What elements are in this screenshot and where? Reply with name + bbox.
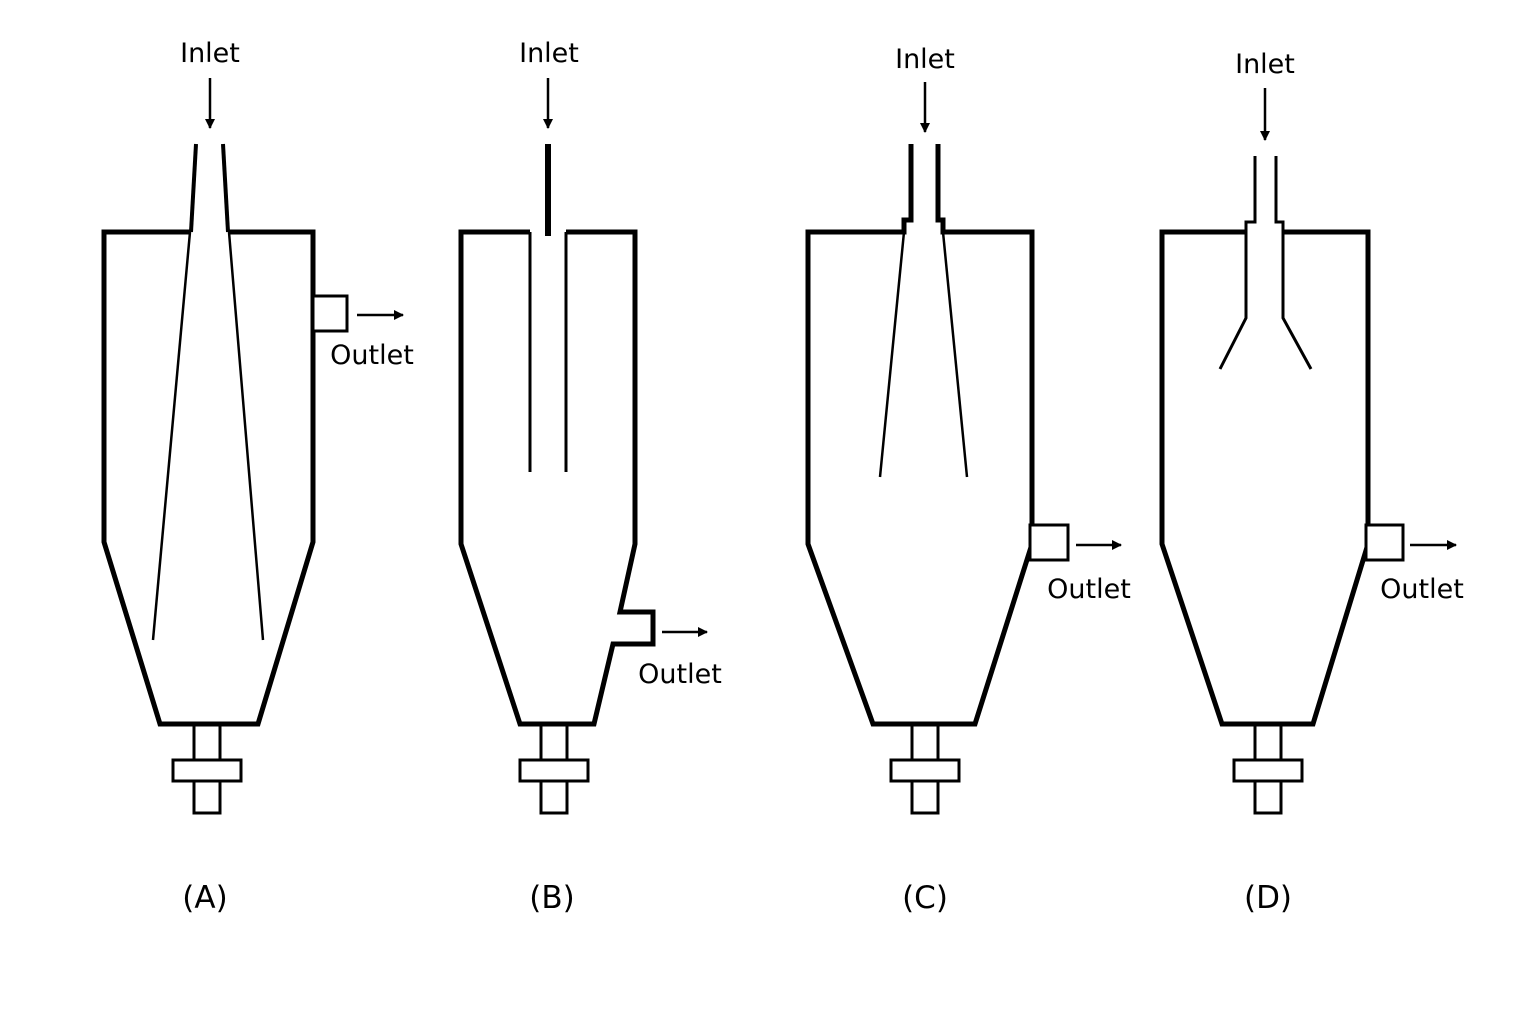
drain-pipe-upper-a bbox=[192, 723, 222, 762]
drain-pipe-lower-a bbox=[192, 779, 222, 815]
inner-cone-left-a bbox=[151, 231, 192, 641]
inner-cone-right-a bbox=[227, 231, 265, 641]
vessel-body-d bbox=[1159, 229, 1371, 727]
caption-b: (B) bbox=[529, 880, 574, 916]
inlet-label-d: Inlet bbox=[1235, 49, 1295, 80]
inner-cone-right-c bbox=[941, 231, 969, 478]
inner-cone-left-c bbox=[878, 231, 906, 478]
inlet-neck-d bbox=[1218, 156, 1257, 370]
outlet-nozzle-d bbox=[1364, 523, 1405, 562]
inlet-pipe-right-a bbox=[221, 143, 230, 233]
outlet-label-a: Outlet bbox=[330, 340, 414, 371]
drain-pipe-upper-d bbox=[1253, 723, 1283, 762]
outlet-nozzle-c bbox=[1028, 523, 1070, 562]
inlet-pipe-left-a bbox=[189, 143, 198, 233]
vessel-c: Inlet Outlet (C) bbox=[805, 44, 1131, 916]
outlet-nozzle-a bbox=[311, 294, 349, 333]
caption-d: (D) bbox=[1244, 880, 1292, 916]
inlet-neck-d-right bbox=[1274, 156, 1313, 370]
vessel-body-a bbox=[101, 229, 316, 727]
drain-flange-d bbox=[1232, 758, 1304, 783]
vessel-d: Inlet Outlet (D) bbox=[1159, 49, 1464, 916]
drain-pipe-lower-d bbox=[1253, 779, 1283, 815]
vessel-body-b bbox=[458, 229, 656, 727]
caption-a: (A) bbox=[182, 880, 227, 916]
drain-flange-b bbox=[518, 758, 590, 783]
vessel-b: Inlet Outlet (B) bbox=[458, 38, 722, 916]
vessel-a: Inlet Outlet (A) bbox=[101, 38, 414, 916]
drain-pipe-upper-b bbox=[539, 723, 569, 762]
drain-flange-c bbox=[889, 758, 961, 783]
drain-pipe-upper-c bbox=[910, 723, 940, 762]
inlet-label-b: Inlet bbox=[519, 38, 579, 69]
drain-pipe-lower-b bbox=[539, 779, 569, 815]
inlet-label-a: Inlet bbox=[180, 38, 240, 69]
outlet-label-c: Outlet bbox=[1047, 574, 1131, 605]
drain-pipe-lower-c bbox=[910, 779, 940, 815]
drain-flange-a bbox=[171, 758, 243, 783]
outlet-label-d: Outlet bbox=[1380, 574, 1464, 605]
outlet-label-b: Outlet bbox=[638, 659, 722, 690]
vessel-body-c bbox=[805, 144, 1035, 727]
caption-c: (C) bbox=[902, 880, 948, 916]
inlet-label-c: Inlet bbox=[895, 44, 955, 75]
